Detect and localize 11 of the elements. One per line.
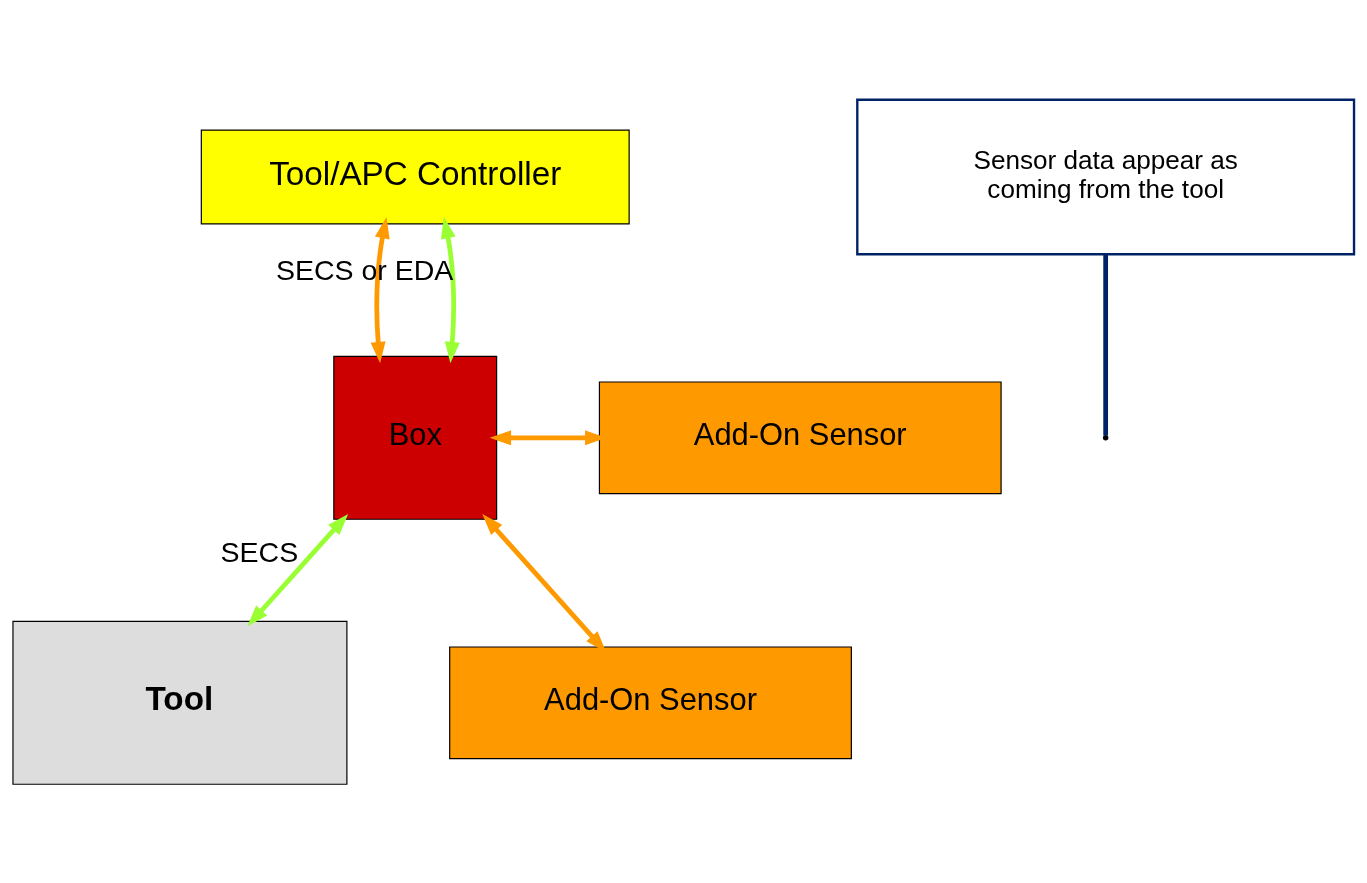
- edge-label: SECS: [220, 535, 299, 568]
- node-box: Add-On Sensor: [598, 380, 1002, 494]
- arrow: [440, 216, 460, 363]
- arrow: [370, 216, 390, 363]
- node-box: Tool/APC Controller: [200, 128, 630, 225]
- node-box: Sensor data appear as coming from the tool: [856, 98, 1356, 255]
- node-box: Box: [333, 355, 498, 520]
- node-box: Tool: [12, 620, 348, 785]
- node-box: Add-On Sensor: [449, 645, 852, 759]
- connector: [1103, 253, 1109, 435]
- arrow: [247, 513, 349, 626]
